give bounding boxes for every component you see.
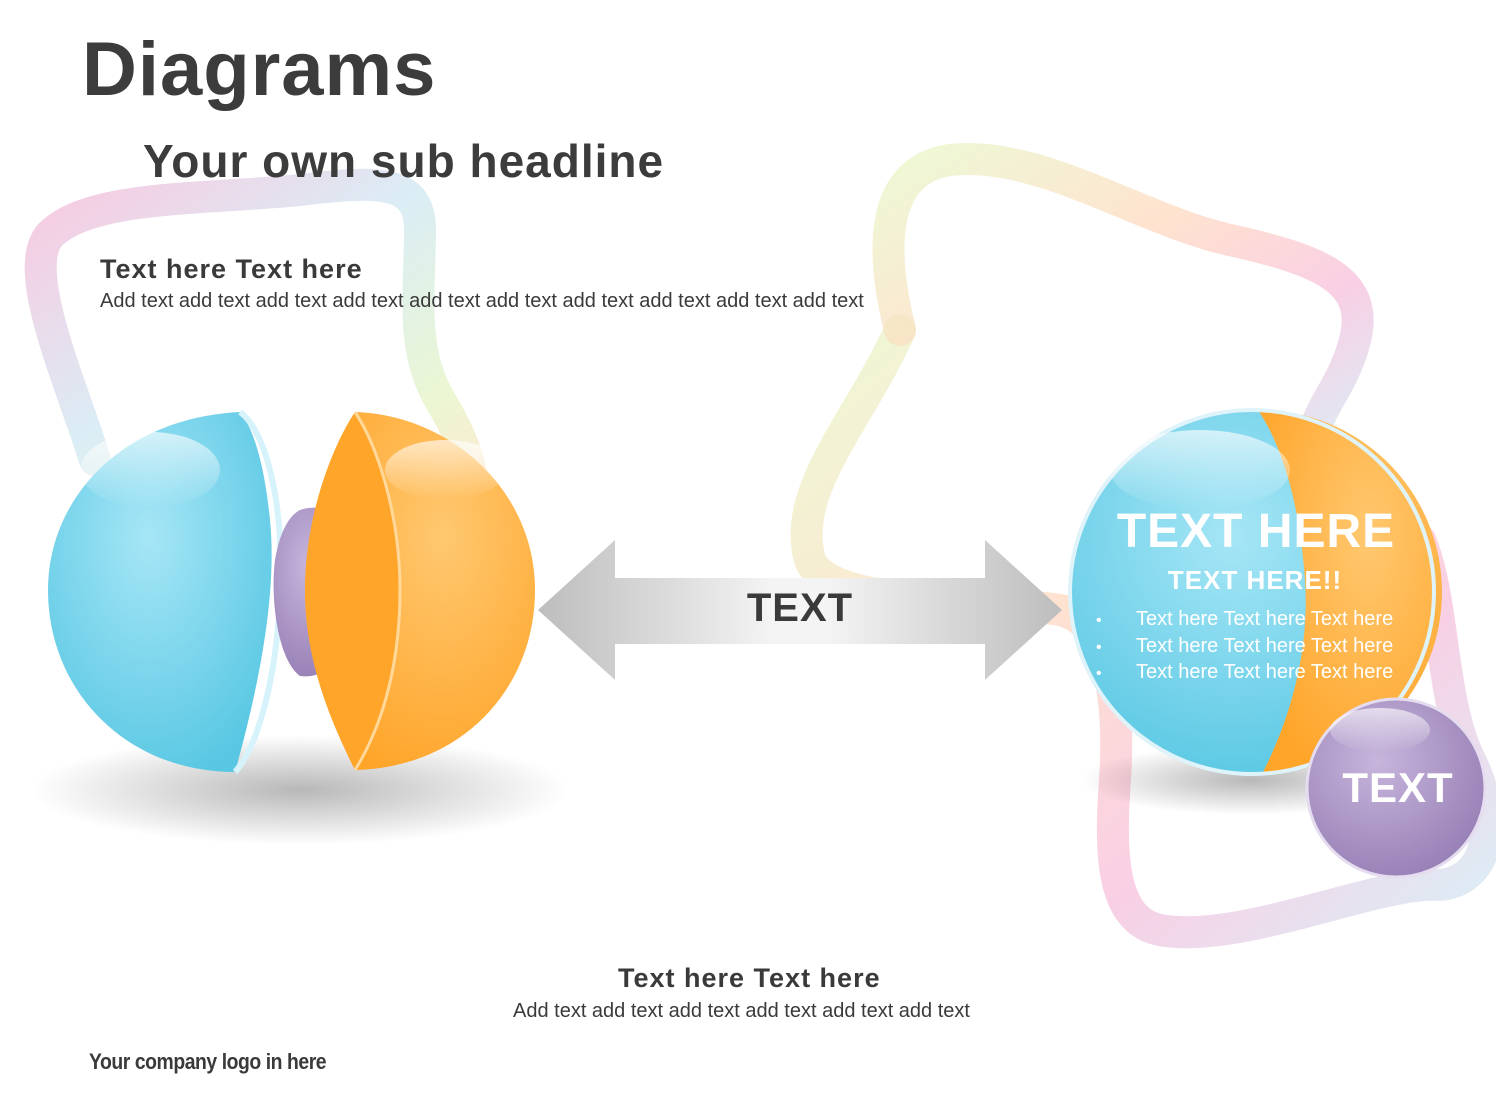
decorative-ribbon-right-top — [872, 143, 1374, 476]
top-text-body: Add text add text add text add text add … — [100, 290, 864, 312]
page-title: Diagrams — [82, 27, 437, 112]
bullet-item: •Text here Text here Text here — [1096, 633, 1393, 660]
arrow-label: TEXT — [746, 586, 854, 630]
right-sphere-subtitle: TEXT HERE!! — [1167, 565, 1343, 595]
bottom-text-body: Add text add text add text add text add … — [513, 1000, 970, 1022]
bullet-dot: • — [1096, 638, 1102, 656]
bottom-text-heading: Text here Text here — [618, 963, 881, 993]
small-purple-sphere — [1305, 697, 1487, 879]
bullet-item: •Text here Text here Text here — [1096, 659, 1393, 686]
right-sphere — [1068, 408, 1442, 776]
bullet-dot: • — [1096, 665, 1102, 682]
left-orange-hemisphere — [305, 411, 535, 771]
left-sphere-shadow — [30, 735, 570, 845]
top-text-heading: Text here Text here — [100, 254, 363, 284]
right-sphere-bullets: •Text here Text here Text here •Text her… — [1096, 606, 1393, 686]
bullet-item: •Text here Text here Text here — [1096, 606, 1393, 633]
double-arrow-shape — [538, 540, 1062, 680]
right-sphere-title: TEXT HERE — [1116, 505, 1396, 558]
left-blue-hemisphere — [48, 409, 284, 775]
bullet-dot: • — [1096, 612, 1102, 629]
decorative-ribbon-left — [24, 168, 488, 516]
page-subtitle: Your own sub headline — [143, 135, 665, 187]
small-sphere-label: TEXT — [1342, 764, 1454, 811]
company-logo-placeholder: Your company logo in here — [89, 1049, 327, 1074]
